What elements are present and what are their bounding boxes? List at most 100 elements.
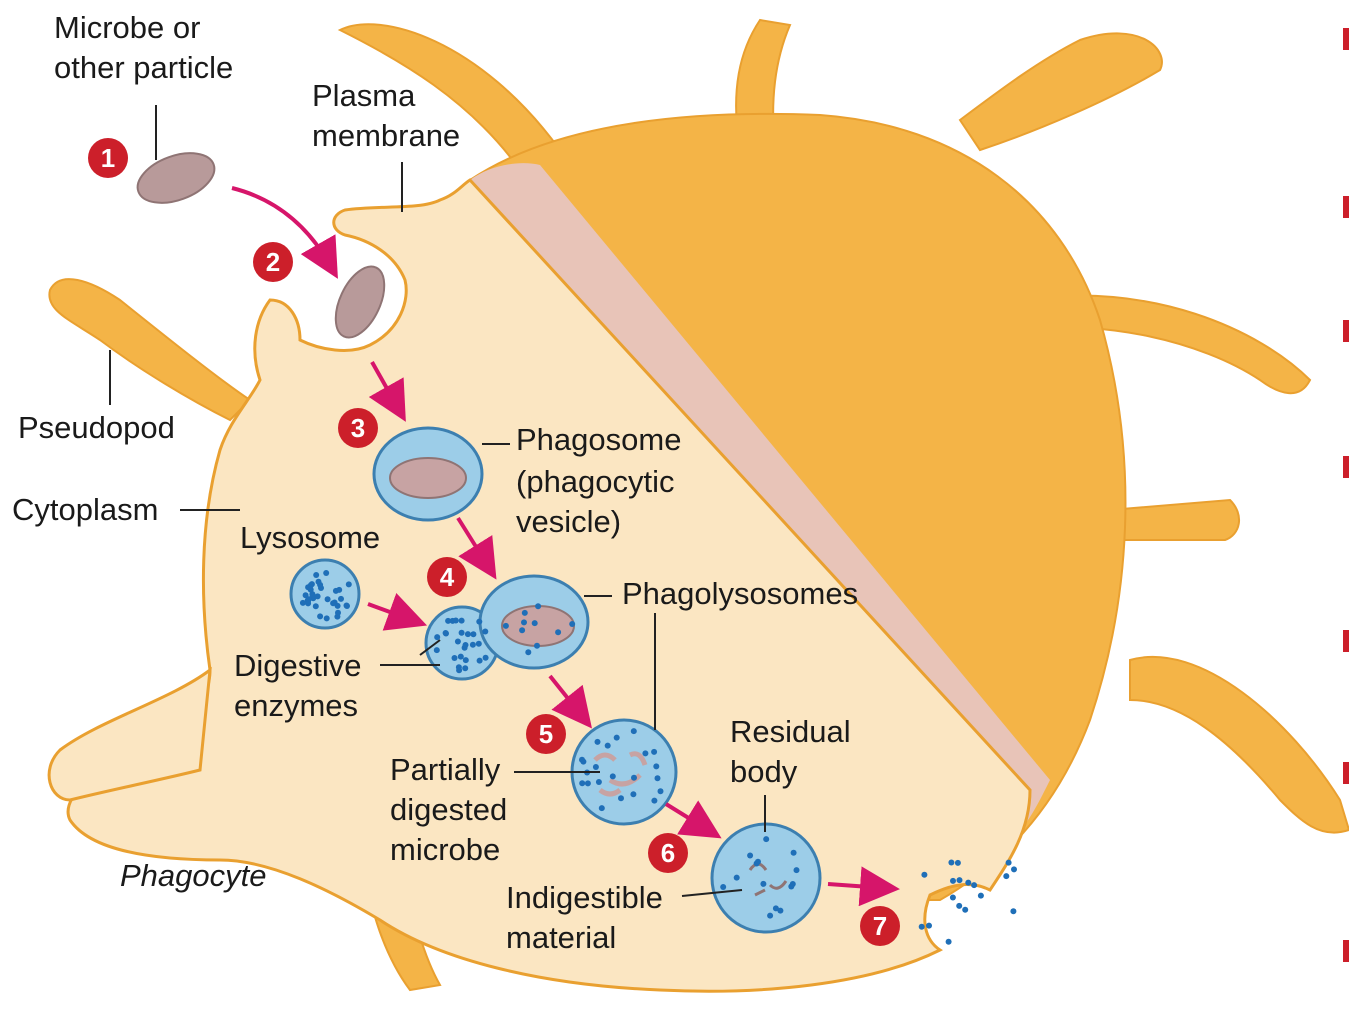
svg-text:1: 1 — [101, 143, 115, 173]
label-plasma-2: membrane — [312, 118, 460, 153]
enzyme-dot — [470, 631, 476, 637]
enzyme-dot — [476, 619, 482, 625]
enzyme-dot — [465, 631, 471, 637]
step-badge-4: 4 — [427, 557, 467, 597]
enzyme-dot — [532, 620, 538, 626]
enzyme-dot — [755, 859, 761, 865]
enzyme-dot — [595, 739, 601, 745]
enzyme-dot — [720, 884, 726, 890]
released-particle — [962, 907, 968, 913]
label-digestive-1: Digestive — [234, 648, 362, 683]
released-particle — [950, 878, 956, 884]
released-particle — [957, 877, 963, 883]
enzyme-dot — [593, 764, 599, 770]
enzyme-dot — [455, 639, 461, 645]
enzyme-dot — [618, 795, 624, 801]
svg-text:6: 6 — [661, 838, 675, 868]
enzyme-dot — [631, 728, 637, 734]
enzyme-dot — [631, 775, 637, 781]
label-partially-2: digested — [390, 792, 507, 827]
label-phagolysosomes: Phagolysosomes — [622, 576, 858, 611]
enzyme-dot — [313, 603, 319, 609]
enzyme-dot — [763, 836, 769, 842]
enzyme-dot — [324, 615, 330, 621]
enzyme-dot — [585, 780, 591, 786]
svg-text:7: 7 — [873, 911, 887, 941]
enzyme-dot — [658, 788, 664, 794]
enzyme-dot — [476, 641, 482, 647]
label-pseudopod: Pseudopod — [18, 410, 175, 445]
released-particle — [1003, 873, 1009, 879]
enzyme-dot — [316, 579, 322, 585]
enzyme-dot — [535, 603, 541, 609]
released-particle — [946, 939, 952, 945]
enzyme-dot — [760, 881, 766, 887]
released-particle — [955, 860, 961, 866]
enzyme-dot — [459, 618, 465, 624]
released-particle — [971, 882, 977, 888]
enzyme-dot — [313, 572, 319, 578]
enzyme-dot — [325, 596, 331, 602]
enzyme-dot — [453, 618, 459, 624]
released-particle — [956, 903, 962, 909]
enzyme-dot — [791, 850, 797, 856]
step-badge-3: 3 — [338, 408, 378, 448]
step-badge-2: 2 — [253, 242, 293, 282]
released-particle — [1006, 860, 1012, 866]
step-badge-5: 5 — [526, 714, 566, 754]
label-phagocyte: Phagocyte — [120, 858, 267, 893]
label-partially-3: microbe — [390, 832, 500, 867]
enzyme-dot — [651, 749, 657, 755]
enzyme-dot — [445, 618, 451, 624]
label-digestive-2: enzymes — [234, 688, 358, 723]
released-particle — [1011, 866, 1017, 872]
released-particle — [1010, 908, 1016, 914]
enzyme-dot — [734, 875, 740, 881]
label-residual-1: Residual — [730, 714, 851, 749]
enzyme-dot — [614, 735, 620, 741]
pseudopod-top-right — [960, 33, 1162, 150]
enzyme-dot — [338, 596, 344, 602]
enzyme-dot — [521, 619, 527, 625]
svg-text:3: 3 — [351, 413, 365, 443]
enzyme-dot — [477, 658, 483, 664]
step-badge-7: 7 — [860, 906, 900, 946]
enzyme-dot — [655, 775, 661, 781]
enzyme-dot — [309, 581, 315, 587]
enzyme-dot — [579, 757, 585, 763]
svg-text:4: 4 — [440, 562, 455, 592]
enzyme-dot — [459, 630, 465, 636]
enzyme-dot — [651, 798, 657, 804]
enzyme-dot — [317, 613, 323, 619]
label-lysosome: Lysosome — [240, 520, 380, 555]
enzyme-dot — [443, 630, 449, 636]
enzyme-dot — [335, 610, 341, 616]
enzyme-dot — [463, 657, 469, 663]
enzyme-dot — [642, 750, 648, 756]
released-particle — [965, 880, 971, 886]
step-badge-6: 6 — [648, 833, 688, 873]
pseudopod-left — [49, 279, 250, 420]
enzyme-dot — [579, 780, 585, 786]
enzyme-dot — [534, 643, 540, 649]
released-particle — [950, 895, 956, 901]
enzyme-dot — [790, 881, 796, 887]
enzyme-dot — [336, 587, 342, 593]
enzyme-dot — [462, 665, 468, 671]
enzyme-dot — [555, 629, 561, 635]
enzyme-dot — [747, 853, 753, 859]
enzyme-dot — [519, 627, 525, 633]
released-particle — [978, 893, 984, 899]
label-cytoplasm: Cytoplasm — [12, 492, 158, 527]
label-phagosome-2: (phagocytic — [516, 464, 675, 499]
step-badge-1: 1 — [88, 138, 128, 178]
enzyme-dot — [346, 581, 352, 587]
enzyme-dot — [308, 587, 314, 593]
enzyme-dot — [470, 642, 476, 648]
label-microbe-1: Microbe or — [54, 10, 200, 45]
enzyme-dot — [569, 621, 575, 627]
enzyme-dot — [522, 610, 528, 616]
pseudopod-right-low — [1130, 657, 1349, 833]
enzyme-dot — [458, 654, 464, 660]
